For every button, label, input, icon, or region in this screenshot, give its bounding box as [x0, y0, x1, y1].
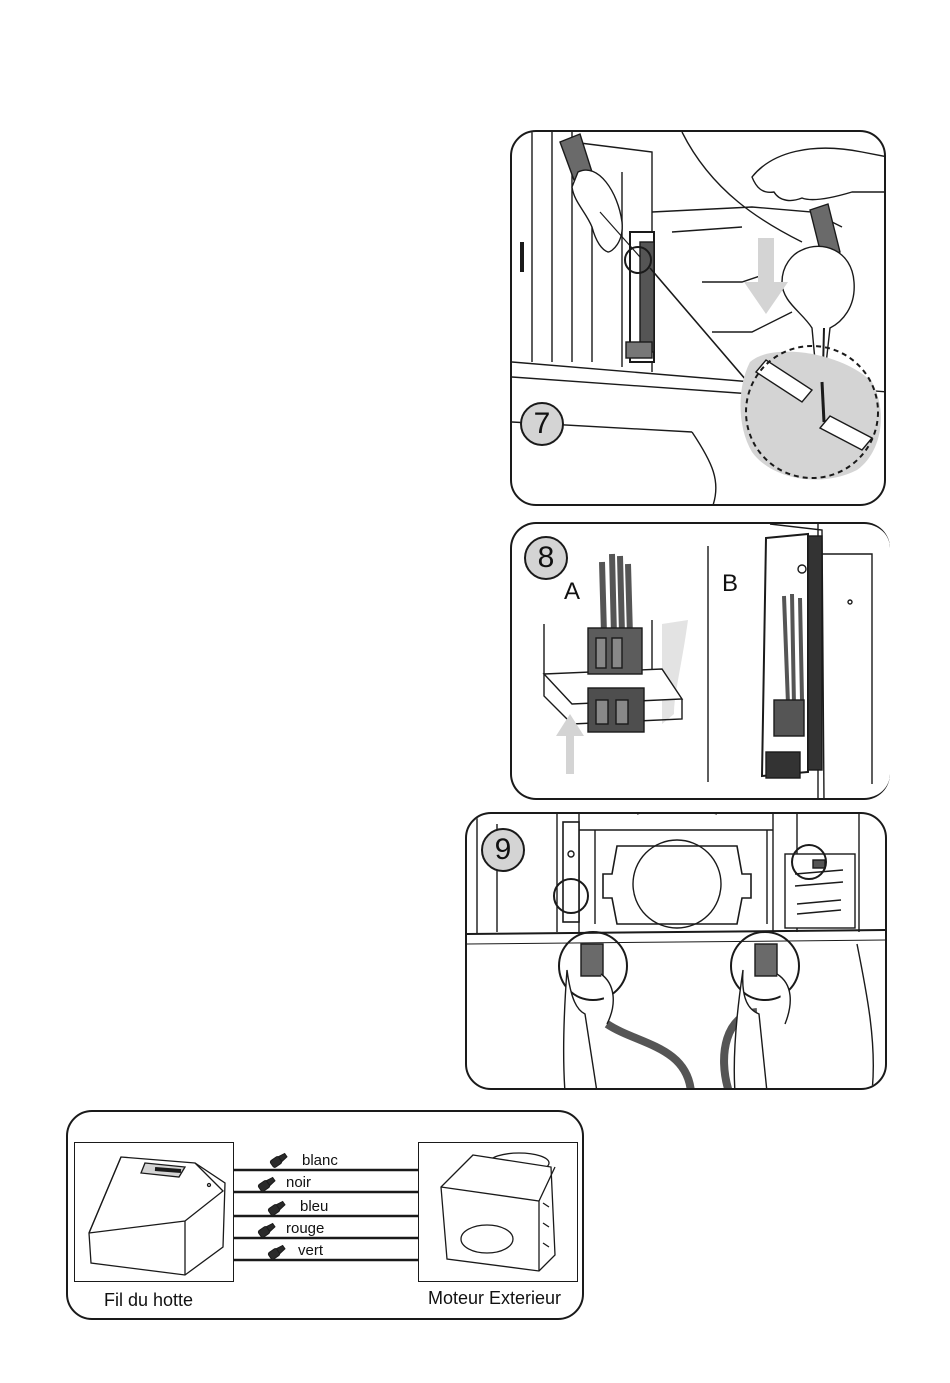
step-8-sub-label-b: B: [722, 570, 738, 598]
wire-nut-icon: [258, 1176, 277, 1192]
motor-caption: Moteur Exterieur: [428, 1288, 561, 1309]
wire-nut-icon: [258, 1222, 277, 1238]
wire-label-vert: vert: [298, 1242, 323, 1259]
step-7-number-badge: 7: [520, 402, 564, 446]
step-9-illustration: [467, 814, 887, 1090]
wiring-diagram-panel: blanc noir bleu rouge vert Fil du hotte …: [66, 1110, 584, 1320]
step-8-sub-label-a: A: [564, 578, 580, 606]
step-8-number-badge: 8: [524, 536, 568, 580]
step-8-panel: 8 A B: [510, 522, 890, 800]
wire-label-noir: noir: [286, 1174, 311, 1191]
wire-nut-icon: [270, 1152, 289, 1168]
step-8-illustration: [512, 524, 890, 800]
wire-label-rouge: rouge: [286, 1220, 324, 1237]
wire-label-blanc: blanc: [302, 1152, 338, 1169]
step-7-illustration: [512, 132, 886, 506]
step-9-number-badge: 9: [481, 828, 525, 872]
step-9-panel: 9: [465, 812, 887, 1090]
wire-nut-icon: [268, 1244, 287, 1260]
wire-nut-icon: [268, 1200, 287, 1216]
wire-label-bleu: bleu: [300, 1198, 328, 1215]
step-7-panel: 7: [510, 130, 886, 506]
hood-wire-caption: Fil du hotte: [104, 1290, 193, 1311]
